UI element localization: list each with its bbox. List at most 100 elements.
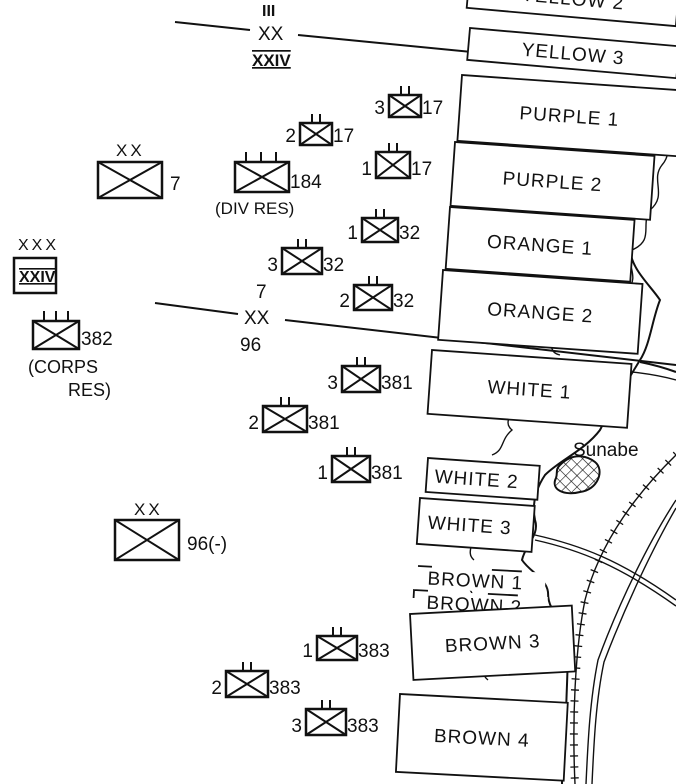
battalion-number: 2: [248, 413, 259, 434]
beach-label: BROWN 3: [444, 631, 541, 657]
regiment-number: 32: [393, 291, 414, 312]
beach-label: BROWN 4: [433, 726, 530, 752]
battalion-number: 3: [327, 373, 338, 394]
beach-white-2[interactable]: WHITE 2: [424, 457, 541, 501]
coast-road: [639, 361, 676, 373]
railway: [573, 454, 676, 784]
echelon-mark: [388, 143, 398, 152]
battalion-number: 3: [267, 255, 278, 276]
unit-label: 382: [81, 329, 113, 350]
railway-ties: [569, 451, 676, 779]
echelon-label: XXX: [18, 237, 59, 254]
regiment-number: 383: [358, 641, 390, 662]
town-label: Sunabe: [573, 440, 639, 461]
echelon-mark: [242, 662, 252, 671]
infantry-cross: [341, 365, 381, 393]
beach-purple-2[interactable]: PURPLE 2: [449, 141, 656, 221]
battalion-number: 3: [374, 98, 385, 119]
beach-white-1[interactable]: WHITE 1: [426, 349, 633, 429]
infantry-cross: [316, 635, 358, 661]
regiment-number: 381: [308, 413, 340, 434]
boundary-north-top: III: [262, 3, 275, 20]
echelon-mark: [332, 627, 342, 636]
regiment-number: 383: [347, 716, 379, 737]
infantry-cross: [299, 122, 333, 146]
battalion-number: 2: [211, 678, 222, 699]
unit-label: 184: [290, 172, 322, 193]
battalion-3-381-symbol[interactable]: 3 381: [327, 357, 413, 394]
infantry-cross: [375, 151, 411, 179]
regiment-number: 32: [399, 223, 420, 244]
infantry-cross: [262, 405, 308, 433]
town-sunabe-area: [553, 455, 601, 495]
beach-yellow-2[interactable]: YELLOW 2: [465, 0, 676, 28]
battalion-1-381-symbol[interactable]: 1 381: [317, 447, 403, 484]
battalion-1-17-symbol[interactable]: 1 17: [361, 143, 432, 180]
battalion-number: 1: [317, 463, 328, 484]
echelon-mark: [346, 447, 356, 456]
beach-purple-1[interactable]: PURPLE 1: [456, 74, 676, 158]
battalion-number: 2: [339, 291, 350, 312]
infantry-cross: [225, 670, 269, 698]
beach-brown-3[interactable]: BROWN 3: [409, 604, 577, 681]
unit-label: XXIV: [19, 269, 56, 286]
regiment-number: 383: [269, 678, 301, 699]
division-7-symbol[interactable]: XX 7: [96, 141, 181, 200]
battalion-2-32-symbol[interactable]: 2 32: [339, 276, 414, 312]
echelon-mark: [297, 239, 307, 248]
beach-brown-4[interactable]: BROWN 4: [394, 693, 569, 782]
unit-note: (CORPS: [28, 357, 98, 377]
corps-xxiv-symbol[interactable]: XXX XXIV: [12, 237, 59, 295]
echelon-label: XX: [116, 141, 145, 160]
battalion-3-17-symbol[interactable]: 3 17: [374, 86, 443, 119]
echelon-label: XX: [134, 500, 163, 519]
battalion-2-17-symbol[interactable]: 2 17: [285, 114, 354, 147]
regiment-number: 17: [333, 126, 354, 147]
beach-yellow-3[interactable]: YELLOW 3: [466, 27, 676, 80]
unit-note: (DIV RES): [215, 199, 294, 218]
regiment-382-symbol[interactable]: 382 (CORPS RES): [28, 311, 113, 400]
beach-orange-1[interactable]: ORANGE 1: [444, 206, 636, 283]
infantry-cross: [361, 217, 399, 243]
battalion-3-383-symbol[interactable]: 3 383: [291, 700, 379, 737]
beach-white-3[interactable]: WHITE 3: [415, 497, 536, 553]
regiment-number: 381: [371, 463, 403, 484]
echelon-mark: [400, 86, 410, 95]
infantry-cross: [305, 708, 347, 736]
echelon-mark: [280, 397, 290, 406]
battalion-number: 1: [302, 641, 313, 662]
infantry-cross: [353, 284, 393, 311]
beach-orange-2[interactable]: ORANGE 2: [437, 269, 644, 355]
regiment-number: 32: [323, 255, 344, 276]
echelon-mark: [368, 276, 378, 285]
battalion-2-381-symbol[interactable]: 2 381: [248, 397, 340, 434]
boundary-south-top: 7: [256, 282, 267, 303]
battalion-number: 1: [361, 159, 372, 180]
echelon-mark: [321, 700, 331, 709]
beach-brown-1[interactable]: BROWN 1: [415, 565, 547, 596]
battalion-number: 3: [291, 716, 302, 737]
echelon-mark: [356, 357, 366, 366]
battalion-3-32-symbol[interactable]: 3 32: [267, 239, 344, 276]
regiment-number: 17: [422, 98, 443, 119]
infantry-cross: [388, 94, 422, 118]
regiment-184-symbol[interactable]: 184 (DIV RES): [215, 152, 322, 218]
boundary-north-bottom: XXIV: [252, 51, 291, 70]
road: [585, 499, 676, 784]
battalion-2-383-symbol[interactable]: 2 383: [211, 662, 301, 699]
unit-note: RES): [68, 380, 111, 400]
battalion-1-383-symbol[interactable]: 1 383: [302, 627, 390, 662]
boundary-south-bottom: 96: [240, 335, 261, 356]
echelon-mark: [311, 114, 321, 123]
beach-label: BROWN 1: [427, 569, 524, 595]
echelon-mark: [375, 209, 385, 218]
battalion-number: 2: [285, 126, 296, 147]
regiment-number: 381: [381, 373, 413, 394]
infantry-cross: [331, 455, 371, 483]
division-96-symbol[interactable]: XX 96(-): [113, 500, 227, 562]
regiment-number: 17: [411, 159, 432, 180]
unit-label: 96(-): [187, 534, 227, 555]
boundary-north-middle: XX: [258, 24, 284, 45]
